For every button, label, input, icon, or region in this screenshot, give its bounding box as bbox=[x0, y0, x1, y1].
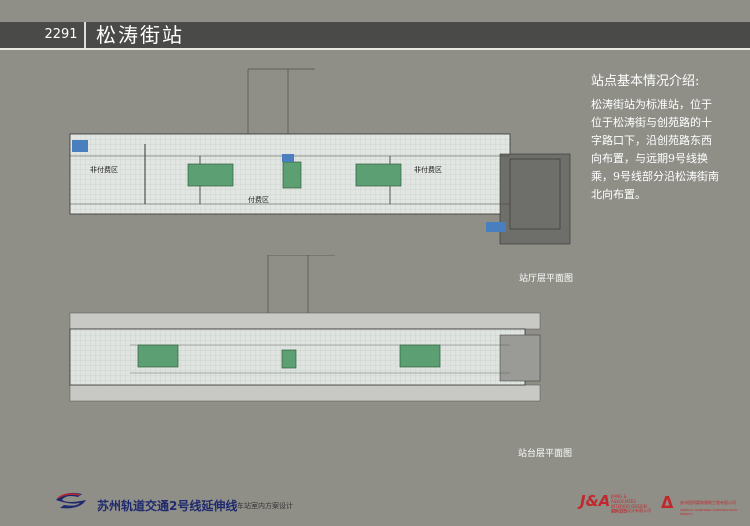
header-divider bbox=[0, 48, 750, 50]
header-bar bbox=[0, 22, 750, 48]
project-subtitle: 车站室内方案设计 bbox=[237, 502, 293, 510]
info-title: 站点基本情况介绍: bbox=[591, 74, 700, 89]
ja-chinese-name: 姜峰室内设计有限公司 bbox=[611, 508, 651, 513]
contractor-logo-icon: ᐃ bbox=[661, 493, 674, 512]
zone-label-right: 非付费区 bbox=[414, 165, 442, 174]
ja-english-name: JIANG & ASSOCIATES INTERIOR DESIGN CO.,L… bbox=[611, 494, 647, 514]
page-number: 2291 bbox=[38, 22, 86, 48]
info-body: 松涛街站为标准站，位于位于松涛街与创苑路的十字路口下，沿创苑路东西向布置，与远期… bbox=[591, 98, 719, 201]
zone-label-left: 非付费区 bbox=[90, 165, 118, 174]
contractor-chinese-name: 苏州园贸嘉和建筑工程有限公司 bbox=[680, 500, 736, 505]
project-title: 苏州轨道交通2号线延伸线 bbox=[97, 499, 238, 513]
concourse-floor-plan: 非付费区 付费区 非付费区 bbox=[69, 68, 571, 245]
metro-logo-icon bbox=[56, 492, 86, 509]
contractor-english-name: SUZHOU XUANHONG CONSTRUCTION PROJECT bbox=[680, 508, 737, 516]
concourse-caption: 站厅层平面图 bbox=[519, 274, 574, 284]
zone-label-center: 付费区 bbox=[248, 195, 269, 204]
page-title: 松涛街站 bbox=[96, 23, 184, 47]
platform-caption: 站台层平面图 bbox=[518, 449, 573, 459]
ja-logo: J&A bbox=[580, 492, 611, 510]
platform-floor-plan bbox=[69, 255, 541, 402]
